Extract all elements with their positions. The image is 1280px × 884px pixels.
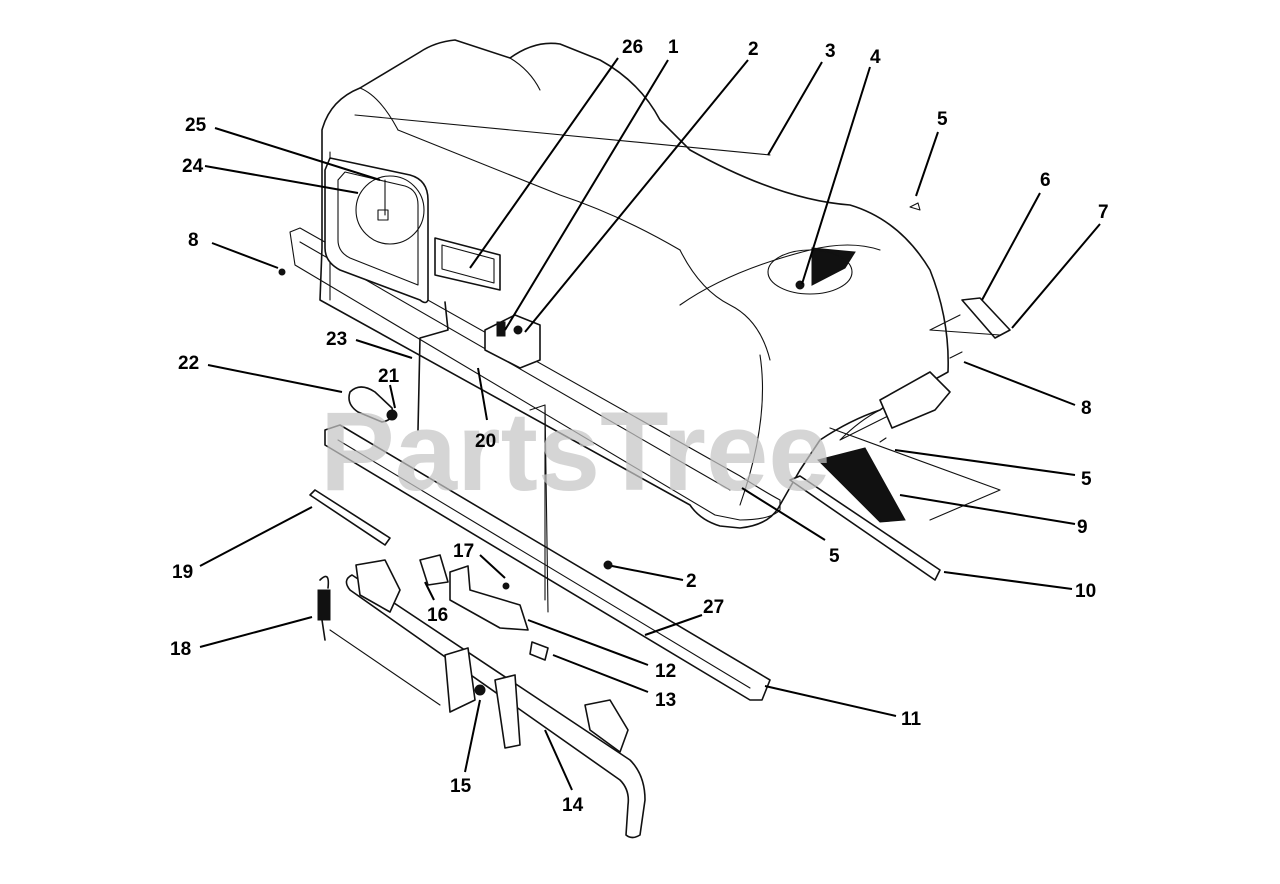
callout-9: 9 xyxy=(1077,517,1088,538)
callout-5-bottom: 5 xyxy=(829,546,840,567)
leader-lines xyxy=(199,57,1101,791)
callout-7: 7 xyxy=(1098,202,1109,223)
callout-5-side: 5 xyxy=(1081,469,1092,490)
bracket xyxy=(419,404,549,631)
callout-2: 2 xyxy=(748,39,759,60)
callout-1: 1 xyxy=(668,37,679,58)
watermark: PartsTree xyxy=(320,389,831,514)
callout-12: 12 xyxy=(655,661,676,682)
callout-10: 10 xyxy=(1075,581,1096,602)
lever xyxy=(348,301,449,431)
callout-22: 22 xyxy=(178,353,199,374)
callout-25: 25 xyxy=(185,115,207,136)
callout-5: 5 xyxy=(937,109,948,130)
gauge-panel xyxy=(324,157,501,304)
callout-3: 3 xyxy=(825,41,836,62)
rod xyxy=(309,489,391,546)
callout-17: 17 xyxy=(453,541,474,562)
callout-20: 20 xyxy=(475,431,496,452)
vent-top xyxy=(811,247,856,286)
handle-frame xyxy=(329,559,646,839)
callout-24: 24 xyxy=(182,156,204,177)
callout-11: 11 xyxy=(901,709,922,730)
callout-27: 27 xyxy=(703,597,724,618)
callout-18: 18 xyxy=(170,639,191,660)
callout-13: 13 xyxy=(655,690,676,711)
callout-4: 4 xyxy=(870,47,881,68)
hardware xyxy=(278,202,1011,661)
callout-19: 19 xyxy=(172,562,193,583)
callout-2-lower: 2 xyxy=(686,571,697,592)
callout-14: 14 xyxy=(562,795,584,816)
spring xyxy=(317,575,331,641)
side-bar xyxy=(789,475,941,581)
callout-labels: 26 1 2 3 4 5 6 7 25 24 8 23 22 21 20 8 5… xyxy=(170,37,1109,816)
callout-26: 26 xyxy=(622,37,643,58)
callout-6: 6 xyxy=(1040,170,1051,191)
callout-15: 15 xyxy=(450,776,472,797)
callout-8-rear: 8 xyxy=(1081,398,1092,419)
vent-side xyxy=(817,447,906,523)
callout-8: 8 xyxy=(188,230,199,251)
callout-23: 23 xyxy=(326,329,347,350)
callout-16: 16 xyxy=(427,605,448,626)
callout-21: 21 xyxy=(378,366,400,387)
